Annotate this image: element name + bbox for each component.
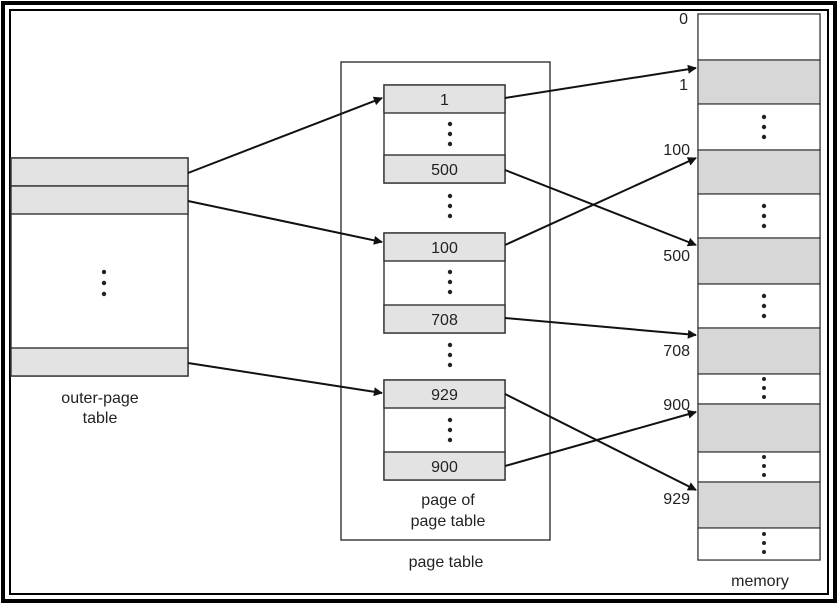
page-entry-label: 100: [431, 240, 458, 257]
vertical-ellipsis: [762, 532, 766, 554]
outer-table-entry: [10, 185, 189, 215]
arrow-page-to-memory: [504, 317, 697, 339]
vertical-ellipsis: [101, 269, 107, 297]
memory-frame: [697, 481, 821, 529]
arrow-page-to-memory: [504, 169, 697, 247]
arrow-page-to-memory: [504, 409, 697, 467]
page-entry-cell: [383, 304, 506, 334]
memory-frame: [697, 59, 821, 105]
vertical-ellipsis: [447, 193, 453, 219]
outer-table-entry: [10, 157, 189, 187]
vertical-ellipsis: [762, 377, 766, 399]
memory: 0 1 100 500 708 900 929 memory: [663, 11, 821, 590]
page-entry-cell: [383, 379, 506, 409]
page-entry-label: 708: [431, 312, 458, 329]
memory-frame: [697, 149, 821, 195]
outer-table-label-line1: outer-page: [61, 390, 138, 407]
arrow-outer-to-page: [187, 200, 383, 245]
arrow-outer-to-page: [187, 362, 383, 397]
memory-frame: [697, 373, 821, 405]
page-of-page-table-label-line2: page table: [411, 513, 486, 530]
memory-frame: [697, 13, 821, 61]
page-entry-label: 900: [431, 459, 458, 476]
vertical-ellipsis: [447, 342, 453, 368]
memory-address-label: 900: [663, 397, 690, 414]
page-table: 1 500 100 708: [340, 61, 551, 571]
outer-table-label-line2: table: [83, 410, 118, 427]
memory-frame: [697, 283, 821, 329]
page-of-page-table-label-line1: page of: [421, 492, 475, 509]
page-entry-cell: [383, 451, 506, 481]
inner-frame: [9, 9, 829, 595]
page-table-group: 1 500: [383, 84, 506, 184]
memory-frame: [697, 403, 821, 453]
memory-address-label: 100: [663, 142, 690, 159]
memory-address-label: 929: [663, 491, 690, 508]
memory-frame: [697, 193, 821, 239]
arrow-outer-to-page: [187, 96, 383, 174]
page-table-group: 100 708: [383, 232, 506, 334]
memory-address-label: 1: [679, 77, 688, 94]
memory-label: memory: [731, 573, 789, 590]
page-entry-cell: [383, 232, 506, 262]
page-entry-cell: [383, 84, 506, 114]
vertical-ellipsis: [761, 203, 767, 229]
memory-frame: [697, 103, 821, 151]
memory-address-label: 500: [663, 248, 690, 265]
page-entry-label: 1: [440, 92, 449, 109]
page-table-label: page table: [409, 554, 484, 571]
outer-table-entry: [10, 347, 189, 377]
memory-frame: [697, 237, 821, 285]
vertical-ellipsis: [761, 293, 767, 319]
mapping-arrows: [187, 64, 697, 491]
page-entry-cell: [383, 154, 506, 184]
vertical-ellipsis: [761, 114, 767, 140]
outer-page-table: outer-page table: [10, 157, 189, 427]
memory-frame: [697, 527, 821, 561]
memory-address-label: 0: [679, 11, 688, 28]
arrow-page-to-memory: [504, 64, 697, 99]
page-entry-label: 929: [431, 387, 458, 404]
memory-frame: [697, 327, 821, 375]
page-entry-label: 500: [431, 162, 458, 179]
vertical-ellipsis: [762, 455, 766, 477]
page-table-group: 929 900: [383, 379, 506, 481]
arrow-page-to-memory: [504, 393, 697, 491]
memory-frame: [697, 451, 821, 483]
arrow-page-to-memory: [504, 157, 697, 246]
memory-address-label: 708: [663, 343, 690, 360]
